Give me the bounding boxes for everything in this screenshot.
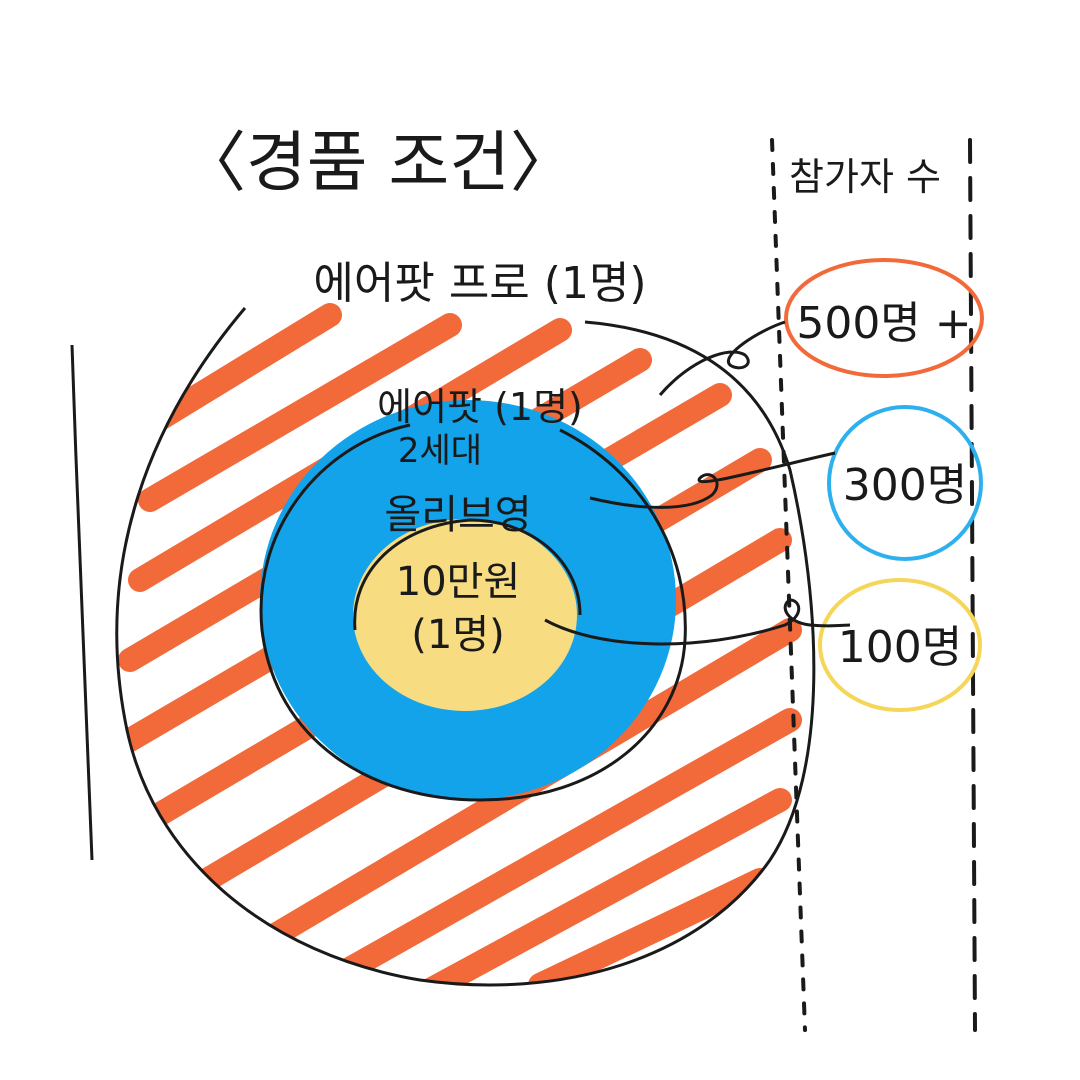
column-divider-right bbox=[970, 140, 975, 1030]
threshold-100-label: 100명 bbox=[838, 622, 962, 673]
middle-prize-label: 에어팟 (1명) bbox=[377, 385, 583, 429]
threshold-500-label: 500명 + bbox=[796, 298, 971, 349]
column-divider-left bbox=[772, 140, 805, 1030]
diagram-title: 〈경품 조건〉 bbox=[180, 124, 576, 201]
participants-header: 참가자 수 bbox=[789, 155, 941, 199]
middle-prize-count: (1명) bbox=[494, 385, 583, 429]
inner-prize-count: (1명) bbox=[411, 612, 504, 658]
threshold-300-label: 300명 bbox=[843, 460, 967, 511]
outer-prize-name: 에어팟 프로 bbox=[313, 258, 529, 309]
middle-prize-name: 에어팟 bbox=[377, 385, 482, 429]
inner-prize-amount: 10만원 bbox=[396, 559, 521, 605]
outer-prize-count: (1명) bbox=[544, 258, 647, 309]
middle-prize-subname: 2세대 bbox=[398, 431, 482, 471]
inner-prize-name: 올리브영 bbox=[384, 492, 531, 538]
left-margin-line bbox=[72, 345, 92, 860]
outer-prize-label: 에어팟 프로 (1명) bbox=[313, 258, 646, 309]
